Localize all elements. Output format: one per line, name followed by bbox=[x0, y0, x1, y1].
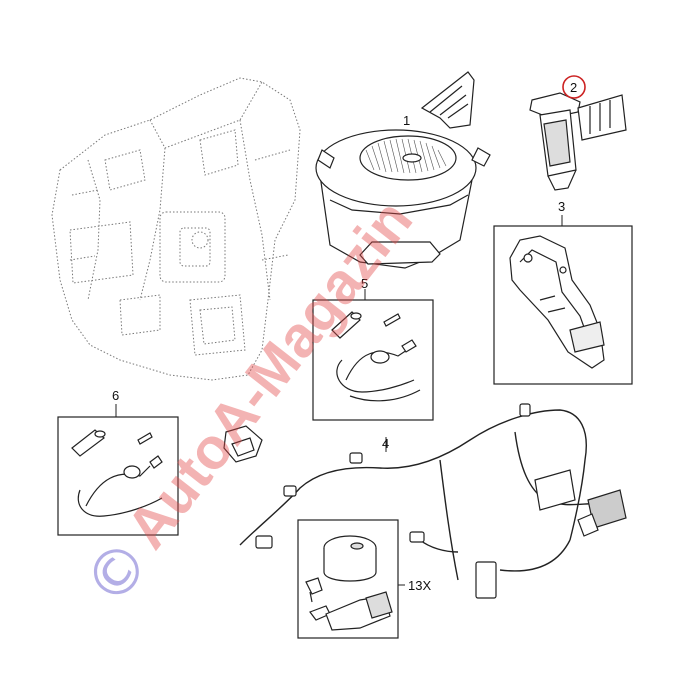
callout-5: 5 bbox=[361, 276, 368, 291]
harness-connectors bbox=[255, 403, 627, 599]
callout-2-highlight bbox=[562, 75, 586, 99]
resistor-housing bbox=[509, 235, 605, 369]
box-item-3 bbox=[493, 225, 633, 385]
callout-1: 1 bbox=[403, 113, 410, 128]
blower-resistor bbox=[529, 92, 627, 191]
blower-motor bbox=[315, 71, 491, 269]
damper bbox=[305, 535, 393, 631]
callout-4: 4 bbox=[382, 436, 389, 451]
box-item-13x bbox=[297, 519, 399, 639]
hvac-housing-outline bbox=[51, 77, 301, 381]
repair-kit-6 bbox=[71, 429, 163, 517]
watermark-text: AutoA-Magazin bbox=[114, 188, 425, 561]
harness-clip bbox=[223, 425, 263, 463]
callout-2: 2 bbox=[570, 80, 577, 95]
callout-3: 3 bbox=[558, 199, 565, 214]
callout-13x: 13X bbox=[408, 578, 431, 593]
box-item-6 bbox=[57, 416, 179, 536]
repair-kit-5 bbox=[331, 311, 421, 402]
box-item-5 bbox=[312, 299, 434, 421]
callout-6: 6 bbox=[112, 388, 119, 403]
